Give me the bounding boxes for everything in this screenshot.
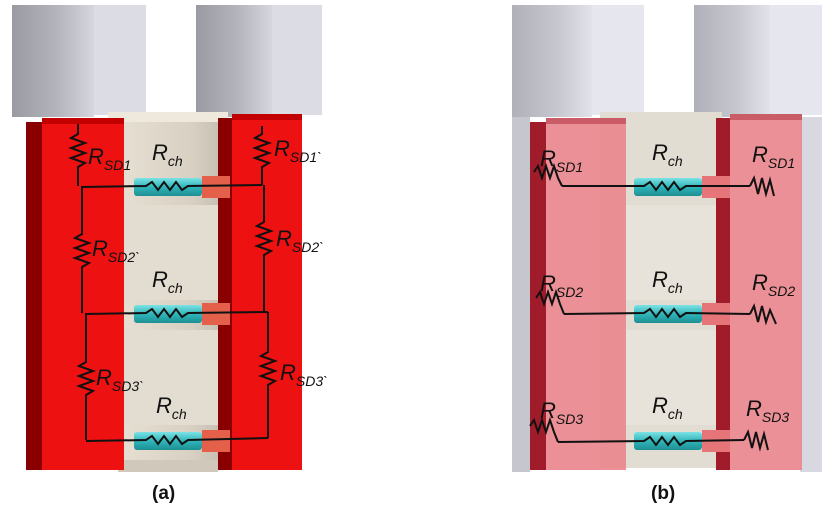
drain-electrode-a [218,114,302,470]
label-rsd1: RSD1 [88,144,131,173]
resistor-icon [749,303,777,326]
labels-b: RSD1 Rch RSD1 RSD2 Rch RSD2 RSD3 Rch RSD… [540,140,795,427]
source-electrode-a [26,118,124,470]
resistor-icon [254,185,274,312]
label-rsd3-right: RSD3 [746,396,789,425]
resistor-icon [72,186,92,313]
resistor-icon [749,175,775,198]
label-rsd1-left: RSD1 [540,146,583,175]
label-rch-3: Rch [652,393,683,422]
resistor-icon [76,313,96,440]
gate-blocks-a [12,5,322,117]
caption-a: (a) [152,483,175,504]
label-rch-1: Rch [652,140,683,169]
resistor-icon [743,429,769,452]
resistor-icon [529,416,559,443]
gate-blocks-b [512,5,822,472]
label-rsd2-right: RSD2 [752,270,795,299]
source-electrode-b [530,118,626,470]
label-rsd2-left: RSD2 [540,271,583,300]
resistor-icon [252,126,272,185]
label-rsd1-right: RSD1 [752,142,795,171]
channel-stack-a [108,112,228,472]
drain-electrode-b [716,114,802,470]
label-rsd3-prime: RSD3` [280,360,328,389]
resistor-icon [535,288,565,315]
label-rch-3: Rch [156,393,187,422]
label-rch-1: Rch [152,140,183,169]
label-rsd1-prime: RSD1` [274,136,322,165]
label-rsd2-prime: RSD2` [276,226,324,255]
resistor-icon [533,162,563,187]
labels-a: RSD1 Rch RSD1` RSD2` RSD2` Rch RSD3` RSD… [88,136,328,422]
label-rsd2: RSD2` [92,236,140,265]
caption-b: (b) [651,483,675,504]
panel-b: RSD1 Rch RSD1 RSD2 Rch RSD2 RSD3 Rch RSD… [512,5,822,504]
label-rch-2: Rch [652,267,683,296]
circuit-a [68,124,278,446]
label-rsd3-left: RSD3 [540,398,583,427]
label-rsd3: RSD3` [96,365,144,394]
circuit-b [529,162,777,452]
resistor-icon [68,124,88,186]
label-rch-2: Rch [152,267,183,296]
panel-a: RSD1 Rch RSD1` RSD2` RSD2` Rch RSD3` RSD… [12,5,328,504]
resistor-icon [258,312,278,438]
